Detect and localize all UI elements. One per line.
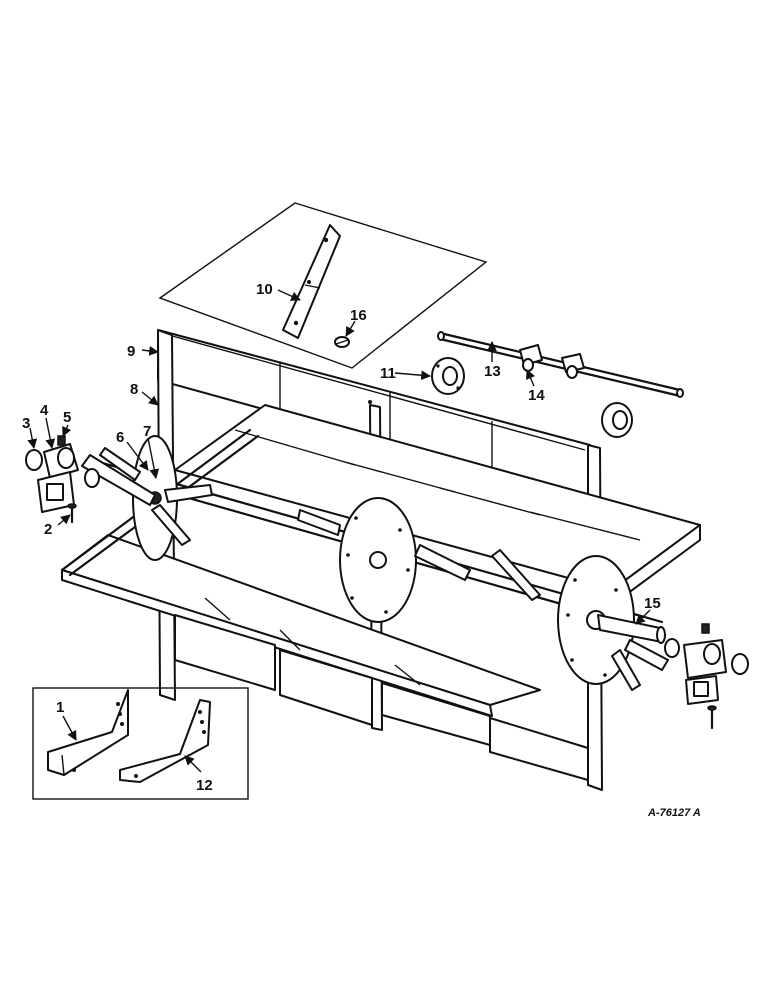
callout-7: 7 <box>143 423 151 440</box>
part-2 <box>67 503 77 524</box>
upper-shaft-assembly <box>431 331 684 438</box>
callout-15: 15 <box>644 595 661 612</box>
bracket-inset <box>32 687 249 800</box>
callout-11: 11 <box>380 365 396 382</box>
hub-part-11 <box>431 357 465 395</box>
disc-middle <box>339 497 417 623</box>
callout-4: 4 <box>40 402 49 419</box>
shaft-end-part-15 <box>597 614 666 644</box>
part-5 <box>57 435 66 446</box>
bracket-part-10 <box>282 224 341 339</box>
shaft-part-13 <box>437 331 684 398</box>
callout-14: 14 <box>528 387 545 404</box>
paddle-shaft-assembly <box>81 435 669 691</box>
callout-16: 16 <box>350 307 367 324</box>
elevator-frame <box>60 329 701 791</box>
callout-3: 3 <box>22 415 30 432</box>
callout-9: 9 <box>127 343 135 360</box>
callout-12: 12 <box>196 777 213 794</box>
callout-2: 2 <box>44 521 52 538</box>
top-sheet-inset <box>158 202 488 369</box>
callout-1: 1 <box>56 699 64 716</box>
callout-13: 13 <box>484 363 501 380</box>
callout-6: 6 <box>116 429 124 446</box>
part-4 <box>43 443 79 479</box>
paddles <box>81 447 669 691</box>
callout-5: 5 <box>63 409 71 426</box>
hub-right <box>601 402 633 438</box>
bearing-block <box>37 471 75 513</box>
right-bearing-assembly <box>664 623 749 730</box>
figure-reference: A-76127 A <box>647 807 701 819</box>
bracket-part-12 <box>119 699 211 783</box>
callout-10: 10 <box>256 281 273 298</box>
left-bearing-assembly <box>25 435 100 524</box>
bearing-block-right <box>683 623 727 679</box>
callout-8: 8 <box>130 381 138 398</box>
part-3 <box>25 449 43 471</box>
bracket-part-1 <box>47 689 129 776</box>
bolt-part-16 <box>334 336 350 348</box>
disc-right <box>557 555 635 685</box>
callouts: 1 2 3 4 5 6 7 8 9 10 11 12 13 14 15 16 <box>22 281 661 794</box>
lever-part-14 <box>519 344 585 379</box>
leader-lines <box>27 289 651 773</box>
